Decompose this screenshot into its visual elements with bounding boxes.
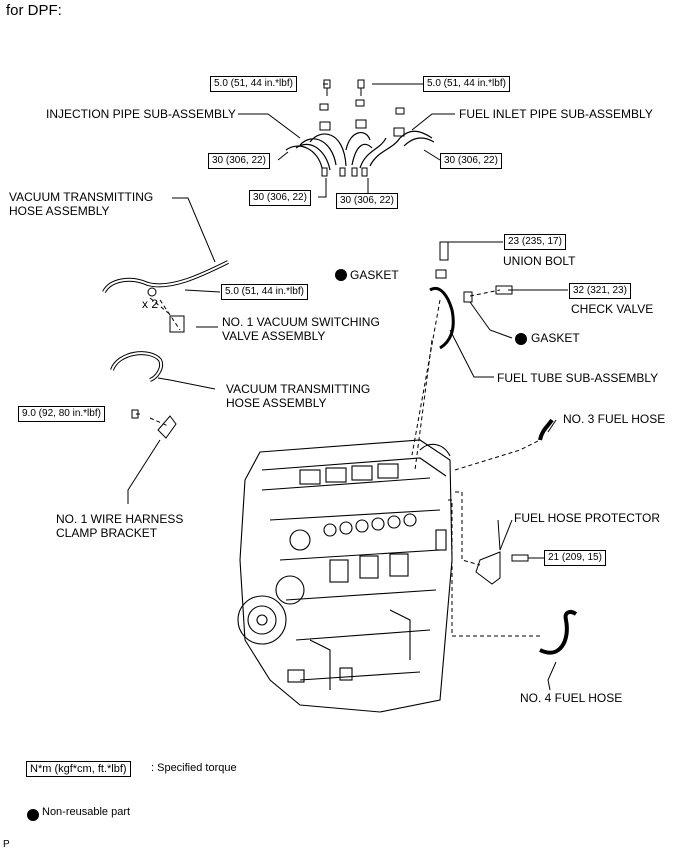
wire-harness-label-2: CLAMP BRACKET bbox=[56, 526, 158, 540]
page-title: for DPF: bbox=[6, 2, 62, 19]
torque-check-valve: 32 (321, 23) bbox=[569, 283, 631, 299]
lower-gasket-part bbox=[463, 291, 473, 303]
vacuum-hose-bottom-label-1: VACUUM TRANSMITTING bbox=[226, 382, 371, 396]
vacuum-hose-upper bbox=[102, 260, 229, 294]
union-bolt-label: UNION BOLT bbox=[503, 254, 576, 268]
check-valve-label: CHECK VALVE bbox=[571, 302, 654, 316]
top-fasteners bbox=[319, 79, 405, 177]
vacuum-hose-bottom-label-2: HOSE ASSEMBLY bbox=[226, 396, 327, 410]
torque-nut-center-left: 30 (306, 22) bbox=[249, 190, 311, 206]
vacuum-hose-lower bbox=[110, 351, 163, 382]
engine-block bbox=[237, 439, 453, 713]
bracket-bolt bbox=[131, 409, 139, 419]
vacuum-hose-lower-core bbox=[111, 352, 162, 381]
vsv-label-1: NO. 1 VACUUM SWITCHING bbox=[222, 315, 380, 329]
vacuum-hose-top-label-2: HOSE ASSEMBLY bbox=[9, 204, 110, 218]
gasket-upper-label: GASKET bbox=[350, 268, 399, 282]
legend-torque-desc: : Specified torque bbox=[151, 762, 237, 774]
no4-fuel-hose-part bbox=[539, 610, 578, 655]
upper-gasket-part bbox=[435, 269, 447, 279]
fuel-tube-label: FUEL TUBE SUB-ASSEMBLY bbox=[497, 371, 659, 385]
vsv-body bbox=[169, 315, 185, 333]
quantity-label: x 2 bbox=[142, 297, 159, 311]
fuel-inlet-pipe-label: FUEL INLET PIPE SUB-ASSEMBLY bbox=[459, 107, 653, 121]
torque-nut-left: 30 (306, 22) bbox=[208, 153, 270, 169]
wire-harness-bracket bbox=[157, 415, 177, 439]
fuel-hose-protector-label: FUEL HOSE PROTECTOR bbox=[514, 511, 661, 525]
torque-bracket-bolt: 9.0 (92, 80 in.*lbf) bbox=[18, 406, 105, 422]
torque-union-bolt: 23 (235, 17) bbox=[504, 234, 566, 250]
assembly-lines bbox=[149, 289, 541, 637]
torque-bolt-top-left: 5.0 (51, 44 in.*lbf) bbox=[210, 76, 297, 92]
vacuum-hose-upper-core bbox=[103, 261, 229, 293]
torque-bolt-top-right: 5.0 (51, 44 in.*lbf) bbox=[423, 76, 510, 92]
leader-lines bbox=[127, 83, 568, 691]
no4-fuel-hose-label: NO. 4 FUEL HOSE bbox=[520, 691, 623, 705]
no3-fuel-hose-part bbox=[538, 418, 554, 441]
legend-non-reusable-desc: Non-reusable part bbox=[42, 806, 131, 818]
gasket-lower-label: GASKET bbox=[531, 331, 580, 345]
fuel-tube bbox=[429, 287, 455, 350]
wire-harness-label-1: NO. 1 WIRE HARNESS bbox=[56, 512, 184, 526]
torque-nut-center-right: 30 (306, 22) bbox=[336, 193, 398, 209]
non-reusable-dot-icon bbox=[515, 333, 527, 345]
non-reusable-dot-icon bbox=[335, 269, 347, 281]
vsv-label-2: VALVE ASSEMBLY bbox=[222, 329, 326, 343]
footer-code: P bbox=[3, 839, 10, 850]
injection-pipes bbox=[285, 130, 435, 171]
no3-fuel-hose-label: NO. 3 FUEL HOSE bbox=[563, 412, 666, 426]
torque-vsv-bolt: 5.0 (51, 44 in.*lbf) bbox=[221, 284, 308, 300]
union-bolt bbox=[439, 241, 449, 261]
torque-nut-right: 30 (306, 22) bbox=[440, 153, 502, 169]
legend-non-reusable-dot-icon bbox=[27, 809, 39, 821]
check-valve-part bbox=[495, 285, 513, 295]
fuel-hose-protector-part bbox=[475, 551, 501, 585]
injection-pipe-label: INJECTION PIPE SUB-ASSEMBLY bbox=[46, 107, 236, 121]
vsv-nut bbox=[147, 287, 157, 297]
legend-torque-box: N*m (kgf*cm, ft.*lbf) bbox=[26, 761, 131, 777]
protector-bolt bbox=[511, 554, 529, 562]
vacuum-hose-top-label-1: VACUUM TRANSMITTING bbox=[9, 190, 154, 204]
torque-protector-bolt: 21 (209, 15) bbox=[544, 550, 606, 566]
